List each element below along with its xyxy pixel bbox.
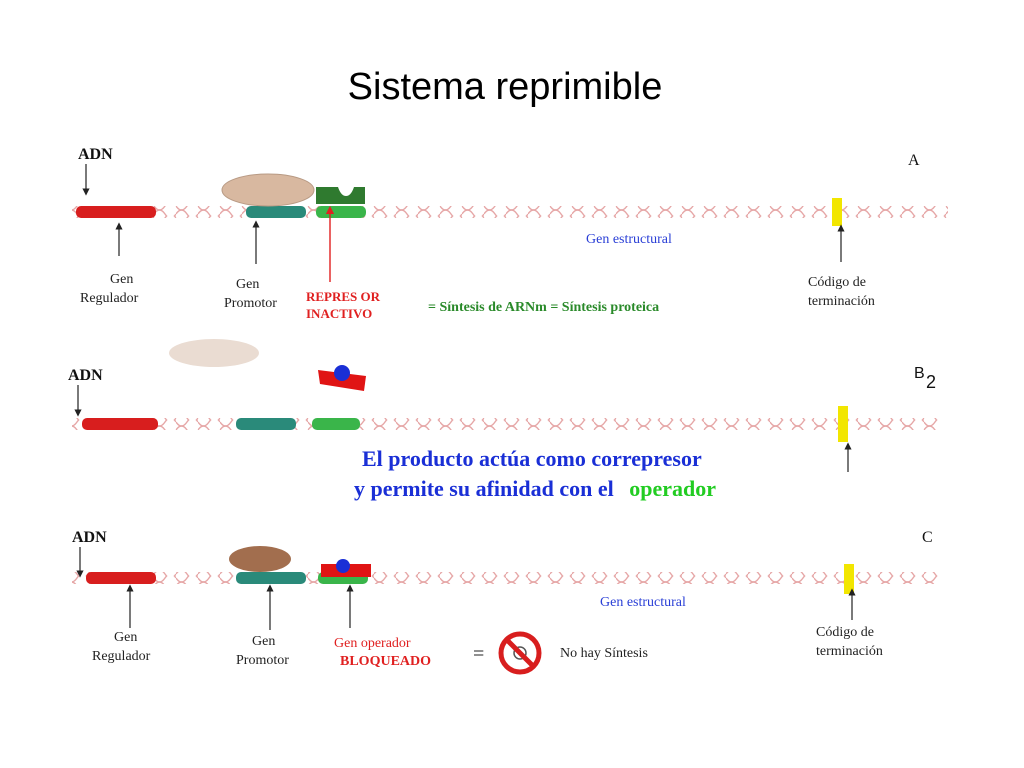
corepressor	[334, 365, 350, 381]
panel-c: ADN C Gen Regulador Gen Promotor Gen ope…	[72, 529, 942, 675]
message-line-2: y permite su afinidad con el operador	[354, 476, 716, 501]
regulator-gene	[82, 418, 158, 430]
operator-gene	[316, 206, 366, 218]
equals-sign: =	[473, 643, 484, 665]
inactive-repressor	[316, 187, 365, 204]
dna-strand	[72, 572, 942, 584]
synthesis-text: = Síntesis de ARNm = Síntesis proteica	[428, 300, 659, 315]
regulator-gene	[86, 572, 156, 584]
no-synthesis-text: No hay Síntesis	[560, 646, 648, 661]
panel-b: ADN B 2 El producto actúa como correpres…	[68, 339, 938, 501]
corepressor	[336, 559, 350, 573]
panel-letter: C	[922, 529, 933, 546]
rna-polymerase	[229, 546, 291, 572]
termination-codon	[844, 564, 854, 594]
termination-label: Código de terminación	[808, 275, 875, 309]
message-line-1: El producto actúa como correpresor	[362, 446, 702, 471]
panel-a: ADN A Gen Regulador Gen Promotor REPRES …	[72, 146, 948, 321]
repressor-label: REPRES OR INACTIVO	[306, 289, 383, 321]
dna-label: ADN	[72, 529, 107, 546]
panel-subscript: 2	[926, 372, 936, 392]
dna-strand	[72, 418, 938, 430]
operator-gene	[312, 418, 360, 430]
regulator-label: Gen Regulador	[80, 272, 139, 306]
regulator-label: Gen Regulador	[92, 630, 151, 664]
promoter-label: Gen Promotor	[236, 634, 289, 668]
operator-label: Gen operador BLOQUEADO	[334, 636, 431, 669]
termination-label: Código de terminación	[816, 625, 883, 659]
promoter-gene	[236, 418, 296, 430]
termination-codon	[832, 198, 842, 226]
promoter-label: Gen Promotor	[224, 277, 277, 311]
rna-polymerase	[221, 173, 315, 207]
no-synthesis-icon	[498, 631, 542, 675]
promoter-gene	[236, 572, 306, 584]
panel-letter: B	[914, 365, 925, 382]
dna-label: ADN	[78, 146, 113, 163]
regulator-gene	[76, 206, 156, 218]
dna-label: ADN	[68, 367, 103, 384]
panel-letter: A	[908, 152, 920, 169]
rna-polymerase	[169, 339, 259, 367]
structural-gene-label: Gen estructural	[586, 232, 672, 247]
promoter-gene	[246, 206, 306, 218]
dna-strand	[72, 206, 948, 218]
termination-codon	[838, 406, 848, 442]
slide-title: Sistema reprimible	[347, 66, 663, 108]
structural-gene-label: Gen estructural	[600, 595, 686, 610]
